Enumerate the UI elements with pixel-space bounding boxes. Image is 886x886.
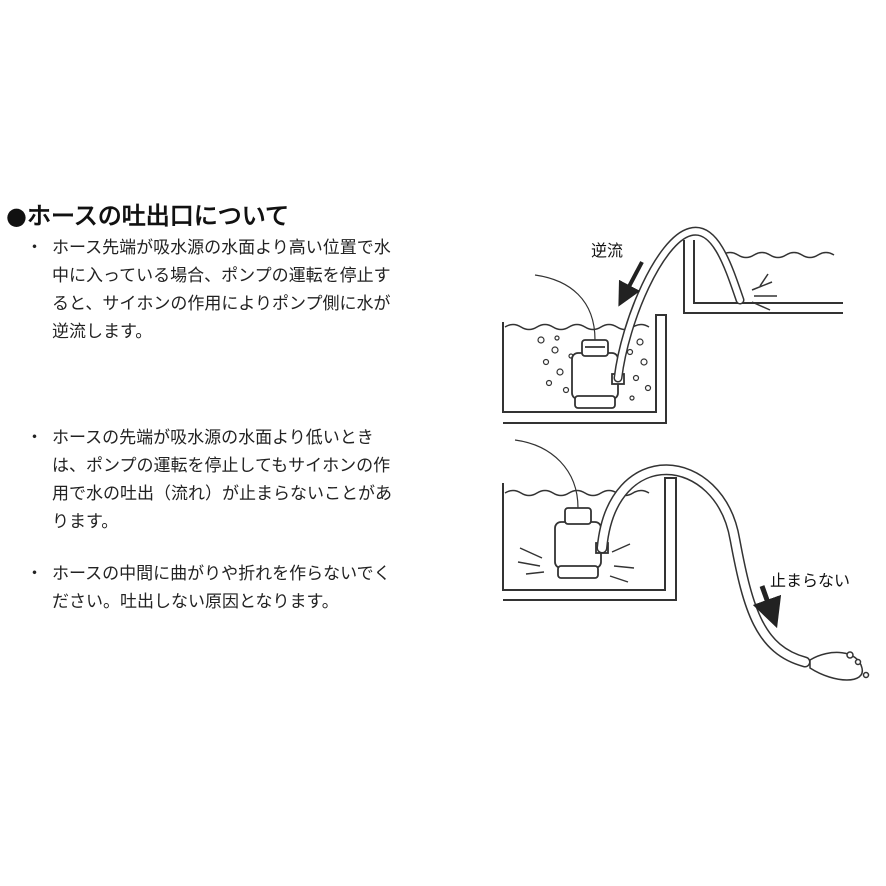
water-splash-icon: [751, 273, 777, 311]
bullet-marker: ・: [26, 428, 43, 448]
section-heading: ●ホースの吐出口について: [6, 202, 290, 230]
instruction-line: ホースの中間に曲がりや折れを作らないでく: [52, 564, 391, 584]
instruction-line: ると、サイホンの作用によりポンプ側に水が: [52, 294, 391, 314]
instruction-line: は、ポンプの運転を停止してもサイホンの作: [52, 456, 391, 476]
power-cable: [534, 274, 596, 341]
water-splash-icon: [809, 651, 870, 681]
water-surface-upper: [721, 251, 835, 259]
instruction-item-siphon: ・ ホースの先端が吸水源の水面より低いとき は、ポンプの運転を停止してもサイホン…: [26, 424, 486, 536]
intake-splash: [517, 543, 635, 583]
power-cable: [514, 439, 579, 509]
lower-tank-outline: [502, 314, 667, 424]
instruction-item-backflow: ・ ホース先端が吸水源の水面より高い位置で水 中に入っている場合、ポンプの運転を…: [26, 234, 486, 346]
backflow-label: 逆流: [591, 241, 623, 260]
instruction-line: ホースの先端が吸水源の水面より低いとき: [52, 428, 374, 448]
siphon-illustration: 止まらない: [502, 439, 870, 681]
bullet-marker: ・: [26, 238, 43, 258]
downflow-arrow-icon: [752, 585, 782, 629]
instruction-line: ります。: [52, 512, 119, 532]
bullet-marker: ・: [26, 564, 43, 584]
instruction-item-kinks: ・ ホースの中間に曲がりや折れを作らないでく ださい。吐出しない原因となります。: [26, 560, 486, 616]
no-stop-label: 止まらない: [770, 571, 850, 590]
instruction-line: ださい。吐出しない原因となります。: [52, 592, 339, 612]
instruction-line: 逆流します。: [52, 322, 153, 342]
backflow-illustration: 逆流: [502, 226, 843, 424]
instruction-line: 用で水の吐出（流れ）が止まらないことがあ: [52, 484, 392, 504]
upper-tank-outline: [683, 240, 843, 314]
backflow-arrow-icon: [618, 261, 644, 307]
instruction-line: ホース先端が吸水源の水面より高い位置で水: [52, 238, 391, 258]
instruction-line: 中に入っている場合、ポンプの運転を停止す: [52, 266, 391, 286]
hose-icon: [596, 464, 811, 668]
tank-outline: [502, 477, 677, 601]
air-bubbles: [537, 335, 652, 401]
